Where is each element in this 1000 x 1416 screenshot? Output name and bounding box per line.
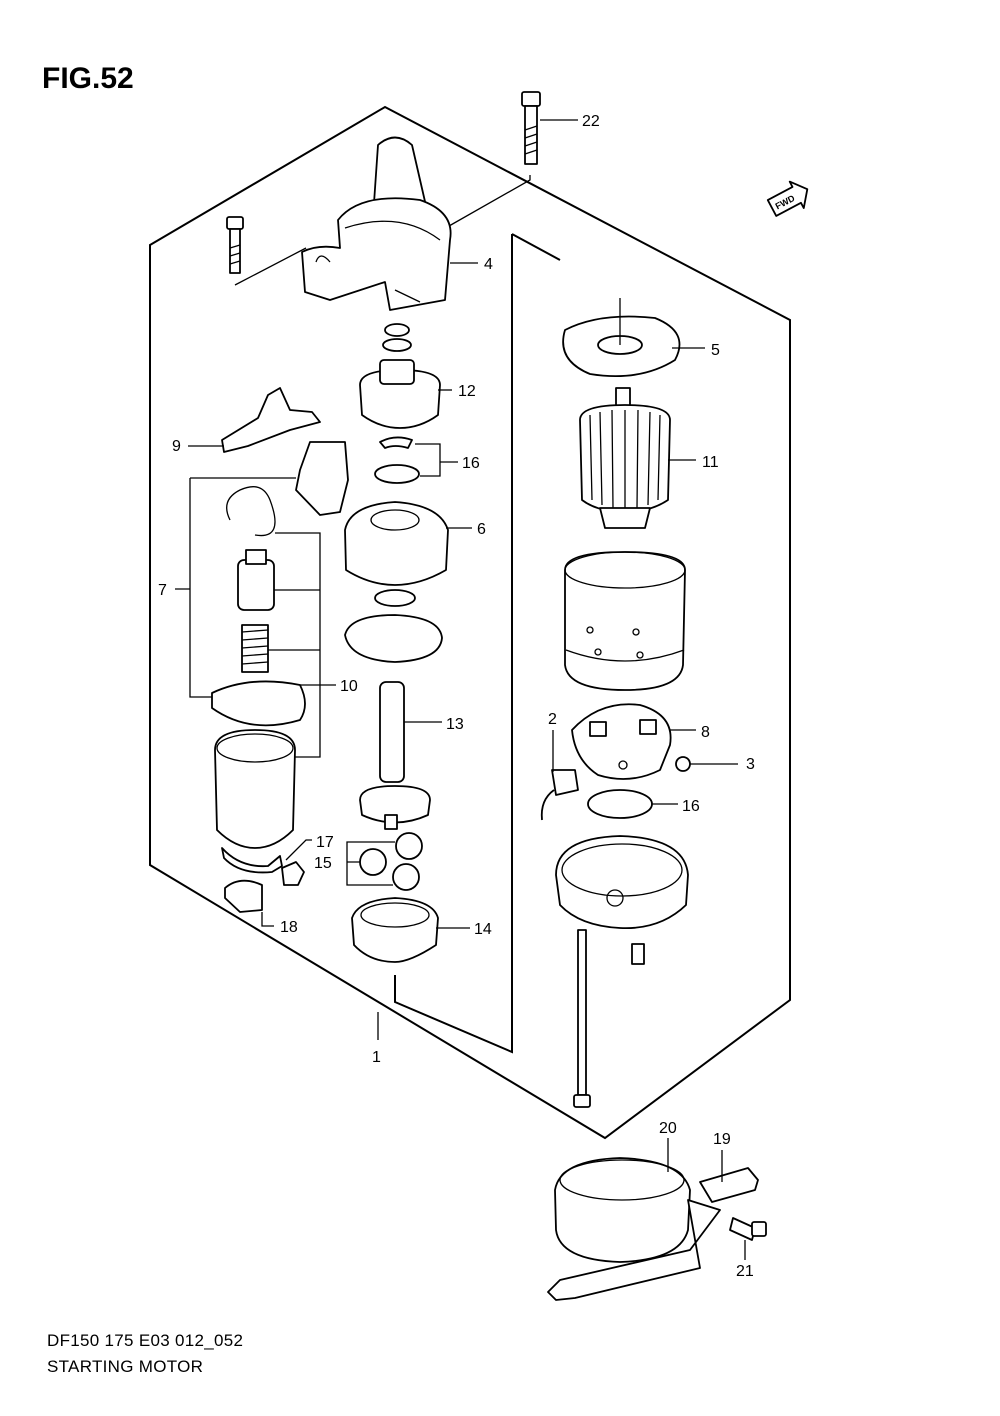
callout-9: 9 — [172, 438, 181, 455]
bolt-upper-guide — [234, 247, 307, 286]
part-9-lever — [221, 387, 321, 453]
part-4-housing — [301, 136, 452, 311]
callout-6: 6 — [477, 521, 486, 538]
callout-16-lower: 16 — [682, 798, 700, 815]
callout-22: 22 — [582, 113, 600, 130]
part-7-solenoid-group — [211, 441, 349, 727]
callout-4: 4 — [484, 256, 493, 273]
callout-19: 19 — [713, 1131, 731, 1148]
leader-7 — [175, 477, 296, 698]
callout-16-upper: 16 — [462, 455, 480, 472]
part-through-bolt — [573, 929, 591, 1108]
forward-arrow-icon — [766, 180, 809, 217]
callout-1: 1 — [372, 1049, 381, 1066]
part-2-lead — [540, 769, 579, 821]
callout-21: 21 — [736, 1263, 754, 1280]
diagram-name: STARTING MOTOR — [47, 1357, 204, 1376]
part-bolt-upper — [226, 216, 244, 274]
part-21-bolt — [729, 1217, 767, 1241]
part-yoke — [564, 551, 686, 691]
inner-frame-right — [394, 233, 561, 1054]
part-rear-cover — [555, 835, 689, 930]
part-5-plate — [562, 298, 681, 377]
part-11-armature — [579, 387, 671, 529]
callout-11: 11 — [702, 454, 719, 471]
leader-17 — [285, 839, 312, 861]
leader-15 — [346, 841, 395, 886]
part-17-nut — [281, 861, 305, 886]
part-14-internal-gear — [351, 897, 439, 963]
part-solenoid-body — [214, 729, 296, 874]
part-19-bracket — [699, 1167, 759, 1203]
callout-8: 8 — [701, 724, 710, 741]
callout-13: 13 — [446, 716, 464, 733]
callout-7: 7 — [158, 582, 167, 599]
part-3-nut — [675, 756, 691, 772]
fwd-badge: FWD — [766, 180, 809, 217]
part-6-gear-housing — [344, 501, 449, 586]
callout-12: 12 — [458, 383, 476, 400]
leader-18 — [261, 912, 274, 927]
callout-2: 2 — [548, 711, 557, 728]
part-22-bolt — [521, 91, 541, 165]
callout-14: 14 — [474, 921, 492, 938]
diagram-code: DF150 175 E03 012_052 — [47, 1331, 244, 1350]
part-small-bolt — [631, 943, 645, 965]
leader-16-upper — [415, 443, 458, 477]
part-washer-mid — [374, 589, 416, 607]
part-gasket — [344, 614, 443, 663]
part-16-clip-washer — [374, 436, 420, 484]
callout-17: 17 — [316, 834, 334, 851]
bolt-22-guide — [441, 175, 531, 231]
callout-3: 3 — [746, 756, 755, 773]
callout-5: 5 — [711, 342, 720, 359]
assembly-frame — [149, 105, 791, 1140]
figure-title: FIG.52 — [42, 62, 134, 95]
callout-10: 10 — [340, 678, 358, 695]
part-12-pinion — [359, 323, 441, 429]
part-13-shaft — [359, 681, 431, 830]
part-20-band — [547, 1157, 721, 1301]
part-8-brush-holder — [571, 703, 672, 780]
callout-15: 15 — [314, 855, 332, 872]
callout-18: 18 — [280, 919, 298, 936]
part-15-planet-gears — [359, 832, 423, 891]
leader-10 — [268, 532, 336, 758]
callout-20: 20 — [659, 1120, 677, 1137]
part-18-boot — [224, 879, 263, 913]
part-16-washer-lower — [587, 789, 653, 819]
